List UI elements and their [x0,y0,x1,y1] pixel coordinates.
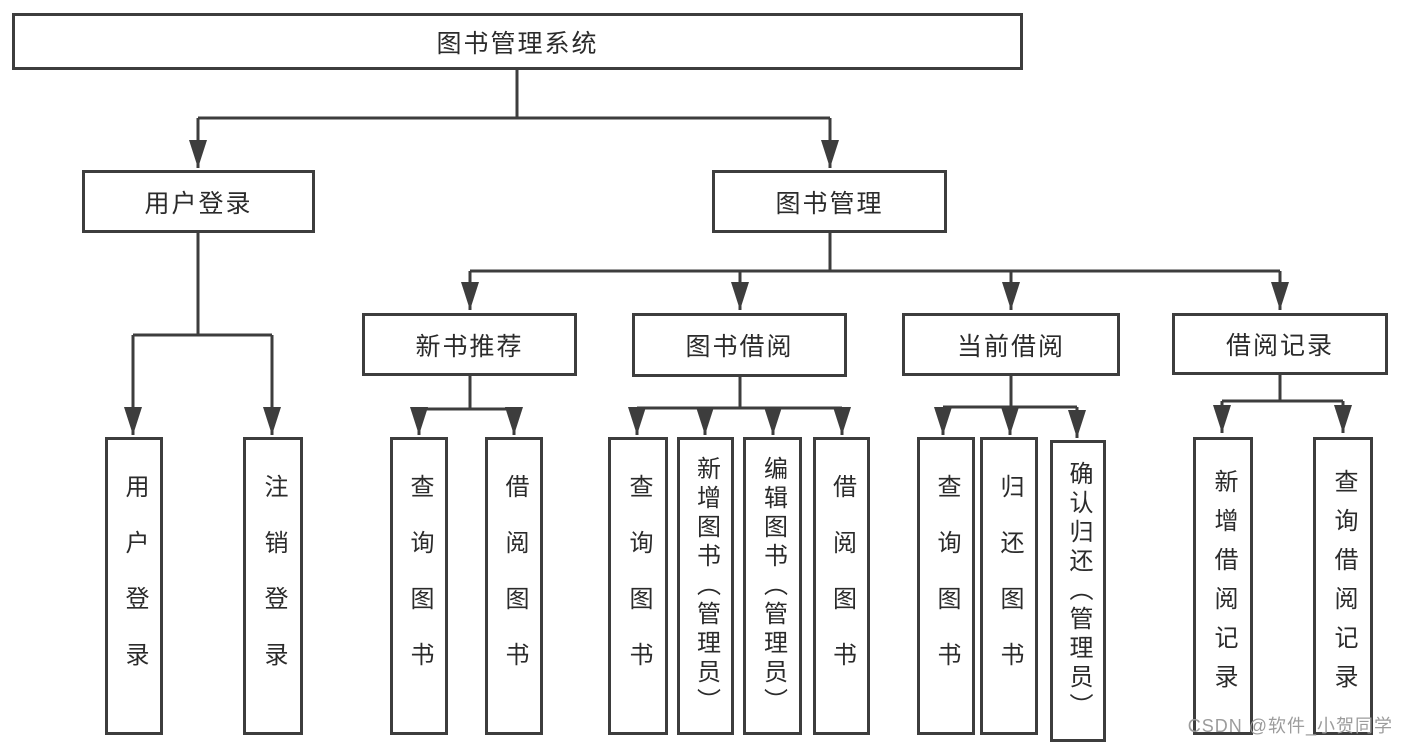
leaf-cb-return-books: 归还图书 [980,437,1038,735]
leaf-nbr-borrow-books-label: 借阅图书 [501,474,528,698]
node-borrow-records-label: 借阅记录 [1225,332,1334,360]
trunk-borrow-records [1222,375,1343,403]
leaf-cb-return-books-label: 归还图书 [996,474,1023,698]
node-book-borrow: 图书借阅 [632,313,847,377]
trunk-new-book-rec [419,376,514,411]
leaf-user-login-label: 用户登录 [121,474,148,698]
node-book-mgmt-branch-label: 图书管理 [775,189,884,218]
leaf-logout: 注销登录 [243,437,303,735]
leaf-cb-confirm-return-admin-label: 确认归还（管理员） [1065,460,1092,722]
node-user-login-branch: 用户登录 [82,170,315,233]
leaf-bb-edit-books-admin: 编辑图书（管理员） [743,437,802,735]
trunk-current-borrow [943,376,1077,409]
leaf-br-add-record: 新增借阅记录 [1193,437,1253,735]
trunk-root [198,70,830,120]
leaf-nbr-borrow-books: 借阅图书 [485,437,543,735]
node-current-borrow: 当前借阅 [902,313,1120,376]
trunk-book-borrow [637,376,842,410]
leaf-bb-add-books-admin: 新增图书（管理员） [677,437,734,735]
leaf-logout-label: 注销登录 [260,474,287,698]
leaf-nbr-query-books-label: 查询图书 [406,474,433,698]
node-root: 图书管理系统 [12,13,1023,70]
leaf-br-query-record-label: 查询借阅记录 [1330,469,1357,703]
leaf-bb-borrow-books: 借阅图书 [813,437,870,735]
leaf-br-add-record-label: 新增借阅记录 [1210,469,1237,703]
node-root-label: 图书管理系统 [436,29,599,58]
trunk-book-mgmt [470,233,1280,273]
leaf-bb-borrow-books-label: 借阅图书 [828,474,856,698]
watermark: CSDN @软件_小贺同学 [1187,716,1393,736]
leaf-nbr-query-books: 查询图书 [390,437,448,735]
node-new-book-rec-label: 新书推荐 [415,332,524,361]
node-current-borrow-label: 当前借阅 [956,332,1065,361]
leaf-cb-query-books-label: 查询图书 [933,474,960,698]
trunk-user-login [133,233,272,337]
leaf-user-login: 用户登录 [105,437,163,735]
leaf-bb-query-books-label: 查询图书 [625,474,652,698]
node-borrow-records: 借阅记录 [1172,313,1388,375]
leaf-bb-add-books-admin-label: 新增图书（管理员） [692,455,720,717]
node-new-book-rec: 新书推荐 [362,313,577,376]
node-book-mgmt-branch: 图书管理 [712,170,947,233]
leaf-br-query-record: 查询借阅记录 [1313,437,1373,735]
leaf-cb-confirm-return-admin: 确认归还（管理员） [1050,440,1106,742]
leaf-bb-query-books: 查询图书 [608,437,668,735]
node-book-borrow-label: 图书借阅 [685,333,794,361]
leaf-bb-edit-books-admin-label: 编辑图书（管理员） [759,455,787,717]
leaf-cb-query-books: 查询图书 [917,437,975,735]
node-user-login-branch-label: 用户登录 [144,189,253,218]
